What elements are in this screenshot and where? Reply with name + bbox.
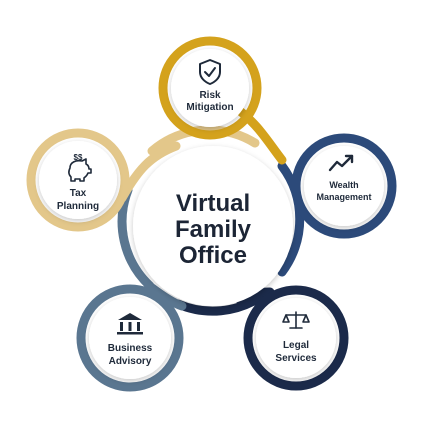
node-risk-label-line-1: Risk <box>199 90 221 101</box>
node-tax-label-line-2: Planning <box>57 201 99 212</box>
node-tax-disk <box>39 141 117 219</box>
node-legal-label-line-1: Legal <box>283 340 309 351</box>
scales-icon <box>282 311 310 329</box>
node-legal-services: Legal Services <box>243 285 349 391</box>
node-wealth-management: Wealth Management <box>291 133 397 239</box>
node-wealth-label-line-1: Wealth <box>329 180 358 190</box>
node-business-ring <box>76 284 184 392</box>
node-business-label-line-2: Advisory <box>109 356 152 367</box>
node-business-label-line-1: Business <box>108 343 153 354</box>
center-node: Virtual Family Office <box>133 146 293 306</box>
node-risk-ring <box>158 36 262 140</box>
center-title-line-3: Office <box>179 242 247 269</box>
node-legal-ring <box>243 285 349 391</box>
center-ring-dark-segment <box>173 291 267 316</box>
piggy-bank-badge: $$ <box>74 153 83 162</box>
trend-up-icon <box>328 154 354 172</box>
node-risk-disk <box>171 49 249 127</box>
node-tax-ring <box>26 128 130 232</box>
connector-business <box>147 283 187 311</box>
node-legal-label-line-2: Services <box>275 353 317 364</box>
piggy-bank-icon: $$ <box>68 153 92 182</box>
node-legal-disk <box>256 298 336 378</box>
bank-building-icon <box>117 313 143 335</box>
center-title-line-2: Family <box>175 216 252 243</box>
center-title-line-1: Virtual <box>176 190 250 217</box>
center-ring-navy-segment <box>277 161 305 277</box>
node-tax-planning: $$ Tax Planning <box>26 128 130 232</box>
connector-risk <box>231 103 287 165</box>
node-risk-mitigation: Risk Mitigation <box>158 36 262 140</box>
node-wealth-label-line-2: Management <box>316 192 371 202</box>
shield-check-icon <box>199 59 221 85</box>
center-disk <box>133 146 293 306</box>
node-wealth-disk <box>304 146 384 226</box>
node-wealth-ring <box>291 133 397 239</box>
node-business-disk <box>89 297 171 379</box>
node-business-advisory: Business Advisory <box>76 284 184 392</box>
node-risk-label-line-2: Mitigation <box>186 102 233 113</box>
node-tax-label-line-1: Tax <box>70 188 87 199</box>
